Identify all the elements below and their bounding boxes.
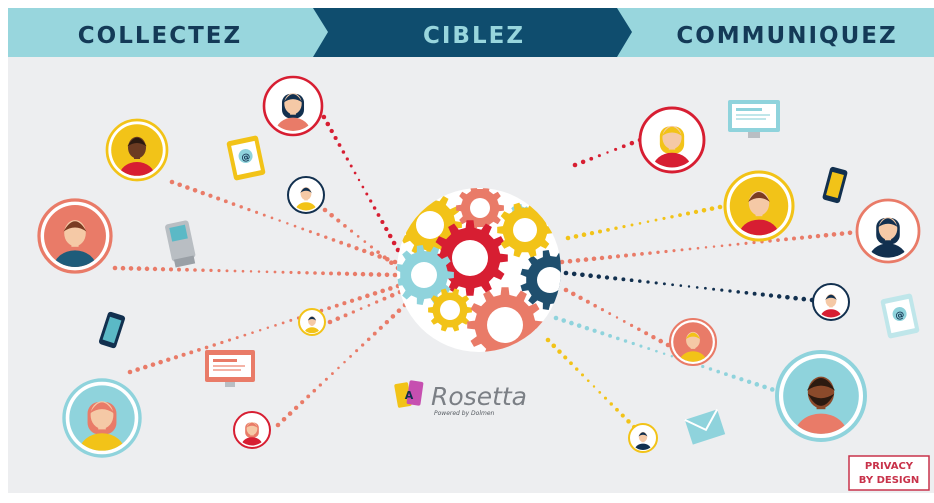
person-avatar-icon xyxy=(262,75,324,137)
email-card-icon: @ xyxy=(880,293,920,339)
header-banner: COLLECTEZ CIBLEZ COMMUNIQUEZ xyxy=(8,8,934,57)
person-avatar-icon xyxy=(105,118,169,182)
email-card-icon: @ xyxy=(226,135,266,181)
svg-text:@: @ xyxy=(895,310,906,322)
rosetta-logo: A Rosetta Powered by Dolmen xyxy=(394,380,527,417)
step-collect-label: COLLECTEZ xyxy=(78,23,242,49)
laptop-monitor-icon xyxy=(728,100,780,138)
avatars xyxy=(37,75,921,458)
smartphone-icon xyxy=(98,311,126,349)
dotted-connector xyxy=(572,137,643,168)
device-icons: @ xyxy=(98,100,920,445)
dotted-connector xyxy=(169,179,398,265)
smartphone-icon xyxy=(822,166,848,204)
gear-icon xyxy=(497,202,553,258)
person-avatar-icon xyxy=(638,106,706,174)
person-avatar-icon xyxy=(775,350,867,442)
person-avatar-icon xyxy=(298,308,326,336)
kiosk-icon xyxy=(165,220,196,268)
gear-icon xyxy=(456,188,504,232)
person-avatar-icon xyxy=(855,198,921,264)
rosetta-logo-tagline: Powered by Dolmen xyxy=(434,410,495,417)
svg-text:A: A xyxy=(405,389,414,402)
dotted-connector xyxy=(563,287,671,348)
person-avatar-icon xyxy=(233,411,271,449)
connector-lines xyxy=(112,107,861,436)
person-avatar-icon xyxy=(812,283,850,321)
person-avatar-icon xyxy=(628,423,658,453)
badge-line-2: BY DESIGN xyxy=(859,475,919,486)
person-avatar-icon xyxy=(37,198,113,274)
gear-icon xyxy=(428,288,472,332)
dotted-connector xyxy=(112,265,398,278)
privacy-by-design-badge: PRIVACY BY DESIGN xyxy=(848,455,930,491)
person-avatar-icon xyxy=(668,317,718,367)
envelope-icon xyxy=(684,408,726,445)
person-avatar-icon xyxy=(723,170,795,242)
dotted-connector xyxy=(327,289,403,325)
person-avatar-icon xyxy=(287,176,325,214)
rosetta-logo-mark: A xyxy=(394,380,424,408)
gears-cluster xyxy=(397,188,561,352)
dotted-connector xyxy=(322,207,401,271)
rosetta-logo-text: Rosetta xyxy=(431,382,527,411)
person-avatar-icon xyxy=(62,378,142,458)
desktop-monitor-icon xyxy=(205,350,255,387)
badge-line-1: PRIVACY xyxy=(865,461,914,472)
dotted-connector xyxy=(565,204,723,241)
gear-icon xyxy=(520,250,561,310)
gear-hub xyxy=(397,188,561,352)
header-middle-chevron xyxy=(313,8,632,57)
step-communicate-label: COMMUNIQUEZ xyxy=(676,23,897,49)
dotted-connector xyxy=(559,229,861,265)
svg-text:@: @ xyxy=(241,152,252,164)
gear-icon xyxy=(397,245,454,305)
step-target-label: CIBLEZ xyxy=(423,23,525,49)
